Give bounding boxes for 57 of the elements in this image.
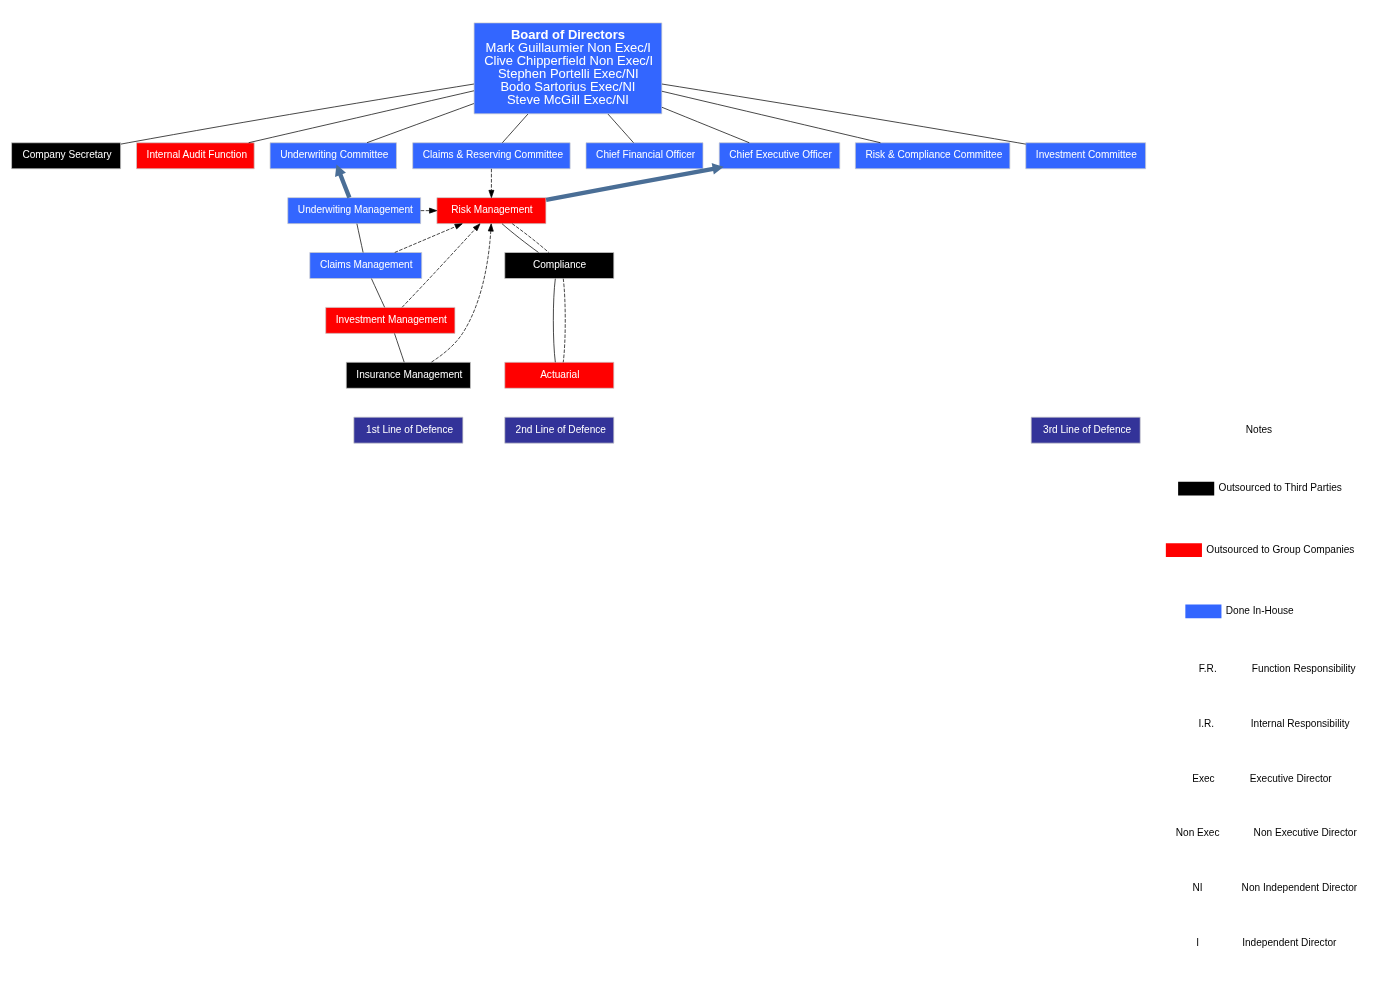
arrow bbox=[488, 168, 495, 198]
label: I.R. bbox=[1198, 717, 1215, 729]
label: Function Responsibility bbox=[1251, 662, 1356, 674]
node-box: Chief Executive Officer bbox=[718, 141, 841, 169]
label: Notes bbox=[1245, 423, 1273, 435]
legend-label: Done In-House bbox=[1225, 604, 1294, 616]
legend-label: Outsourced to Group Companies bbox=[1206, 543, 1355, 555]
connector bbox=[607, 113, 634, 143]
connector bbox=[248, 89, 475, 143]
connector bbox=[661, 90, 881, 143]
label: NI bbox=[1192, 881, 1203, 893]
node-box: Risk & Compliance Committee bbox=[855, 141, 1011, 169]
connector bbox=[661, 83, 1027, 144]
node-box: Risk Management bbox=[436, 196, 547, 224]
connector bbox=[562, 277, 566, 363]
node-box: Underwiting Management bbox=[287, 196, 421, 224]
connector bbox=[661, 106, 750, 143]
label: Internal Responsibility bbox=[1250, 717, 1350, 729]
label: I bbox=[1196, 936, 1200, 948]
connector bbox=[366, 102, 475, 143]
connector bbox=[120, 83, 475, 144]
node-box: Insurance Management bbox=[345, 361, 471, 389]
node-box: Claims & Reserving Committee bbox=[412, 141, 571, 169]
arrow bbox=[335, 164, 352, 198]
node-box: Investment Committee bbox=[1025, 141, 1146, 169]
connector bbox=[552, 277, 556, 363]
node-box: Claims Management bbox=[309, 251, 423, 279]
connector bbox=[502, 113, 529, 143]
connector bbox=[501, 222, 539, 253]
arrow bbox=[401, 222, 481, 308]
node-box: Chief Financial Officer bbox=[585, 141, 704, 169]
label: Non Independent Director bbox=[1241, 881, 1358, 893]
node-box: 3rd Line of Defence bbox=[1030, 416, 1141, 443]
label: Non Exec bbox=[1175, 826, 1220, 838]
label: Exec bbox=[1192, 772, 1215, 784]
legend-label: Outsourced to Third Parties bbox=[1218, 481, 1342, 493]
label: Non Executive Director bbox=[1253, 826, 1357, 838]
arrow bbox=[545, 162, 724, 202]
label: Independent Director bbox=[1242, 936, 1337, 948]
node-box: Actuarial bbox=[504, 361, 615, 389]
label: Executive Director bbox=[1249, 772, 1332, 784]
connector bbox=[394, 332, 405, 363]
node-box: Underwriting Committee bbox=[269, 141, 397, 169]
node-box: Board of Directors Mark Guillaumier Non Exec/I Clive Chipperfield Non Exec/I Stephen Portelli Exec/NI Bodo Sartorius Exec/NI Steve McGill Exec/NI bbox=[473, 22, 663, 114]
arrow bbox=[431, 223, 494, 362]
node-box: Investment Management bbox=[325, 306, 456, 334]
connector bbox=[371, 277, 386, 308]
label: F.R. bbox=[1198, 662, 1217, 674]
node-box: Internal Audit Function bbox=[136, 141, 255, 169]
arrow bbox=[420, 207, 438, 213]
node-box: Company Secretary bbox=[11, 141, 121, 169]
connector bbox=[356, 222, 364, 253]
arrow bbox=[394, 222, 463, 253]
node-box: 1st Line of Defence bbox=[353, 416, 464, 443]
node-box: 2nd Line of Defence bbox=[504, 416, 615, 443]
node-box: Compliance bbox=[504, 251, 615, 279]
connector bbox=[511, 222, 550, 253]
